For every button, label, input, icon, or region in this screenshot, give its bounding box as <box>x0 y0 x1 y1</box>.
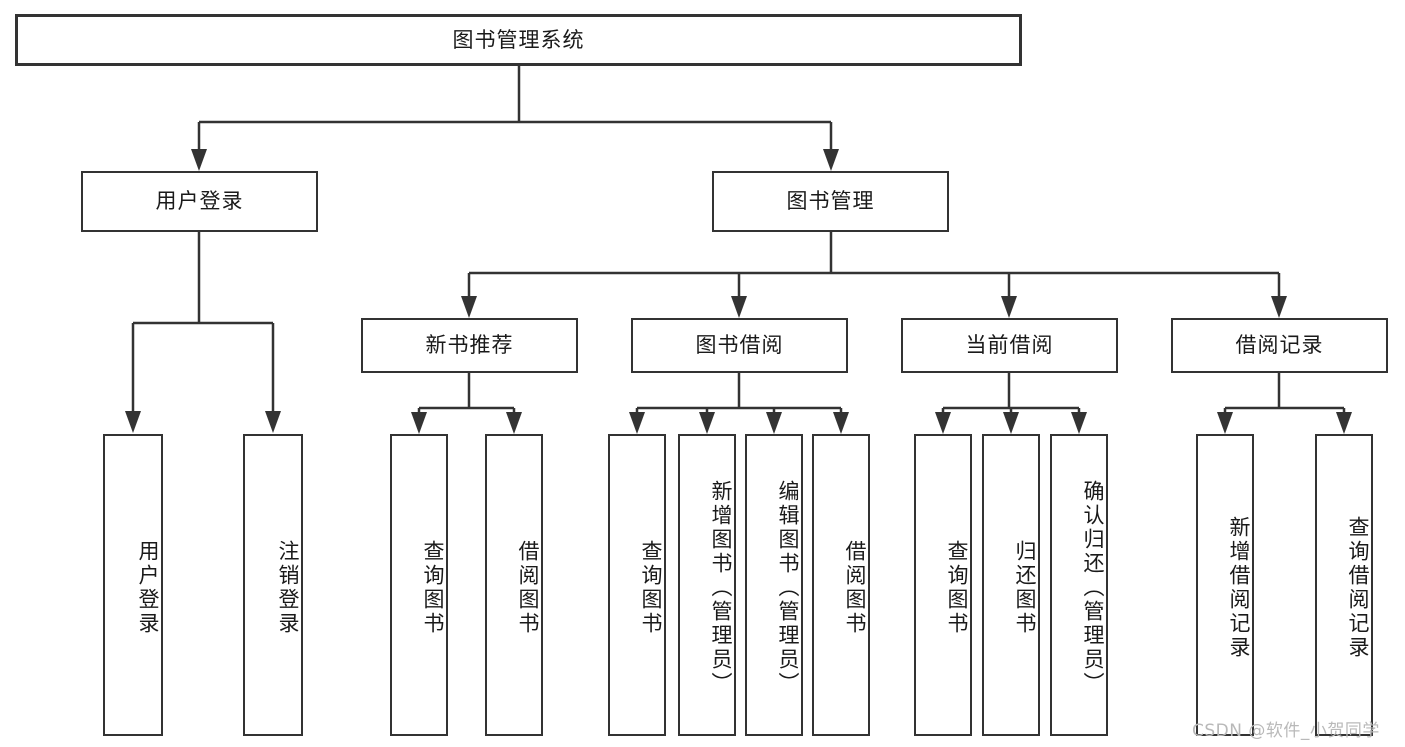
node-leaf-query-book-1-label: 查询图书 <box>421 540 445 636</box>
node-user-login-label: 用户登录 <box>155 189 244 214</box>
arrowhead-userlogin <box>191 149 207 171</box>
arrowhead-leaf-user-login <box>125 411 141 433</box>
node-root[interactable]: 图书管理系统 <box>15 14 1022 66</box>
node-new-book-rec[interactable]: 新书推荐 <box>361 318 578 373</box>
arrowhead-leaf-add-book <box>699 412 715 434</box>
node-leaf-query-book-3-label: 查询图书 <box>945 540 969 636</box>
node-leaf-add-record-label: 新增借阅记录 <box>1227 516 1251 660</box>
arrowhead-leaf-return-book <box>1003 412 1019 434</box>
node-user-login[interactable]: 用户登录 <box>81 171 318 232</box>
arrowhead-leaf-query-record <box>1336 412 1352 434</box>
arrowhead-borrow-record <box>1271 296 1287 318</box>
arrowhead-leaf-edit-book <box>766 412 782 434</box>
node-leaf-edit-book-label: 编辑图书（管理员） <box>776 480 800 696</box>
node-root-label: 图书管理系统 <box>452 27 585 52</box>
node-leaf-query-record[interactable]: 查询借阅记录 <box>1315 434 1373 736</box>
node-book-manage-label: 图书管理 <box>786 189 875 214</box>
arrowhead-leaf-query-book-3 <box>935 412 951 434</box>
arrowhead-current-borrow <box>1001 296 1017 318</box>
node-leaf-borrow-book-1[interactable]: 借阅图书 <box>485 434 543 736</box>
node-current-borrow[interactable]: 当前借阅 <box>901 318 1118 373</box>
node-leaf-query-record-label: 查询借阅记录 <box>1346 516 1370 660</box>
node-leaf-query-book-2-label: 查询图书 <box>639 540 663 636</box>
node-leaf-add-book-label: 新增图书（管理员） <box>709 480 733 696</box>
node-leaf-confirm-return[interactable]: 确认归还（管理员） <box>1050 434 1108 736</box>
node-leaf-user-logout-label: 注销登录 <box>276 540 300 636</box>
node-current-borrow-label: 当前借阅 <box>965 333 1054 358</box>
arrowhead-book-borrow <box>731 296 747 318</box>
arrowhead-leaf-borrow-book-1 <box>506 412 522 434</box>
node-leaf-add-record[interactable]: 新增借阅记录 <box>1196 434 1254 736</box>
node-leaf-query-book-1[interactable]: 查询图书 <box>390 434 448 736</box>
node-leaf-borrow-book-1-label: 借阅图书 <box>516 540 540 636</box>
arrowhead-leaf-borrow-book-2 <box>833 412 849 434</box>
node-leaf-borrow-book-2-label: 借阅图书 <box>843 540 867 636</box>
node-leaf-add-book[interactable]: 新增图书（管理员） <box>678 434 736 736</box>
node-book-borrow-label: 图书借阅 <box>695 333 784 358</box>
node-borrow-record[interactable]: 借阅记录 <box>1171 318 1388 373</box>
node-leaf-query-book-2[interactable]: 查询图书 <box>608 434 666 736</box>
arrowhead-leaf-query-book-2 <box>629 412 645 434</box>
arrowhead-leaf-confirm-return <box>1071 412 1087 434</box>
arrowhead-bookmanage <box>823 149 839 171</box>
arrowhead-new-book-rec <box>461 296 477 318</box>
node-leaf-edit-book[interactable]: 编辑图书（管理员） <box>745 434 803 736</box>
arrowhead-leaf-query-book-1 <box>411 412 427 434</box>
node-leaf-return-book[interactable]: 归还图书 <box>982 434 1040 736</box>
node-borrow-record-label: 借阅记录 <box>1235 333 1324 358</box>
node-leaf-user-login[interactable]: 用户登录 <box>103 434 163 736</box>
node-book-borrow[interactable]: 图书借阅 <box>631 318 848 373</box>
node-book-manage[interactable]: 图书管理 <box>712 171 949 232</box>
node-leaf-query-book-3[interactable]: 查询图书 <box>914 434 972 736</box>
node-leaf-return-book-label: 归还图书 <box>1013 540 1037 636</box>
node-leaf-user-logout[interactable]: 注销登录 <box>243 434 303 736</box>
node-leaf-confirm-return-label: 确认归还（管理员） <box>1081 480 1105 696</box>
arrowhead-leaf-add-record <box>1217 412 1233 434</box>
node-leaf-borrow-book-2[interactable]: 借阅图书 <box>812 434 870 736</box>
arrowhead-leaf-user-logout <box>265 411 281 433</box>
node-leaf-user-login-label: 用户登录 <box>136 540 160 636</box>
node-new-book-rec-label: 新书推荐 <box>425 333 514 358</box>
